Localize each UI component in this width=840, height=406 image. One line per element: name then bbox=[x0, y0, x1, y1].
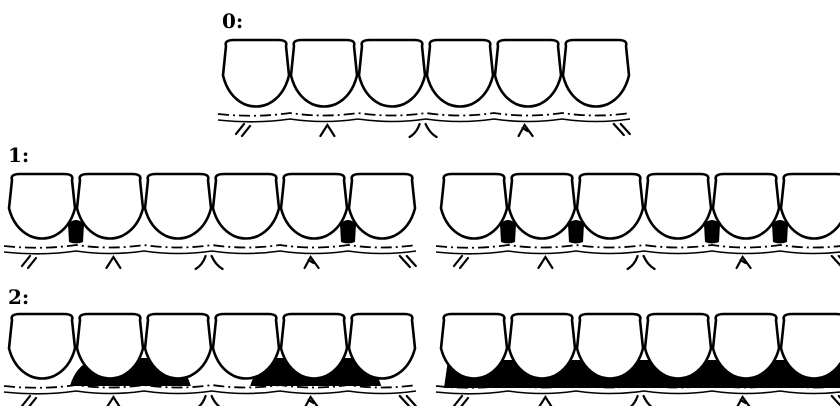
plaque-deposit bbox=[340, 220, 356, 244]
tick-mark bbox=[538, 257, 552, 268]
tick-mark bbox=[106, 397, 120, 406]
grade-0-label: 0: bbox=[222, 9, 243, 33]
tooth bbox=[713, 174, 779, 239]
tooth bbox=[645, 314, 711, 379]
tick-mark bbox=[832, 256, 840, 267]
gum-line bbox=[218, 119, 630, 122]
plaque-deposit bbox=[772, 220, 788, 244]
tooth bbox=[577, 314, 643, 379]
tick-mark bbox=[22, 396, 36, 406]
gum-line bbox=[4, 251, 416, 254]
panel-grade-2-left bbox=[4, 314, 416, 406]
tick-mark bbox=[454, 256, 468, 268]
plaque-deposit bbox=[704, 220, 720, 244]
tick-mark bbox=[538, 397, 552, 406]
tick-mark bbox=[196, 256, 223, 269]
tick-mark bbox=[400, 256, 416, 267]
tooth bbox=[349, 174, 415, 239]
plaque-deposit bbox=[444, 360, 840, 388]
tick-mark bbox=[832, 396, 840, 406]
tick-mark bbox=[628, 396, 655, 406]
grade-2-label: 2: bbox=[8, 285, 29, 309]
tooth bbox=[577, 174, 643, 239]
tick-mark bbox=[737, 397, 751, 406]
tooth bbox=[9, 314, 75, 379]
panel-grade-0 bbox=[218, 40, 630, 137]
tooth bbox=[291, 40, 357, 107]
tick-mark bbox=[305, 397, 319, 406]
tooth bbox=[495, 40, 561, 107]
tick-mark bbox=[320, 125, 334, 136]
tick-mark bbox=[454, 396, 468, 406]
tooth bbox=[213, 174, 279, 239]
plaque-deposit bbox=[500, 220, 516, 244]
tick-mark bbox=[22, 256, 36, 268]
gum-line bbox=[436, 251, 840, 254]
tooth bbox=[441, 174, 507, 239]
gum-line bbox=[4, 391, 416, 394]
tick-mark bbox=[614, 124, 630, 135]
grade-1-label: 1: bbox=[8, 143, 29, 167]
tick-mark bbox=[196, 396, 223, 406]
tick-mark bbox=[410, 124, 437, 137]
panel-grade-2-right bbox=[436, 314, 840, 406]
tooth bbox=[9, 174, 75, 239]
tooth bbox=[441, 314, 507, 379]
tooth bbox=[213, 314, 279, 379]
tooth bbox=[145, 314, 211, 379]
gum-line bbox=[436, 391, 840, 394]
tooth bbox=[563, 40, 629, 107]
tick-mark bbox=[305, 257, 319, 268]
gum-line bbox=[218, 113, 630, 116]
plaque-deposit bbox=[68, 220, 84, 244]
tooth bbox=[359, 40, 425, 107]
tooth bbox=[77, 314, 143, 379]
gum-line bbox=[4, 245, 416, 248]
tooth bbox=[781, 174, 840, 239]
tick-mark bbox=[400, 396, 416, 406]
tooth bbox=[713, 314, 779, 379]
tooth bbox=[427, 40, 493, 107]
tooth bbox=[223, 40, 289, 107]
tick-mark bbox=[519, 125, 533, 136]
tooth bbox=[645, 174, 711, 239]
gum-line bbox=[436, 245, 840, 248]
tick-mark bbox=[106, 257, 120, 268]
panel-grade-1-right bbox=[436, 174, 840, 269]
tooth bbox=[281, 314, 347, 379]
tooth bbox=[77, 174, 143, 239]
panel-grade-1-left bbox=[4, 174, 416, 269]
gum-line bbox=[4, 385, 416, 388]
tick-mark bbox=[236, 124, 250, 136]
tooth bbox=[281, 174, 347, 239]
tooth bbox=[145, 174, 211, 239]
tick-mark bbox=[737, 257, 751, 268]
tooth bbox=[509, 314, 575, 379]
tooth bbox=[509, 174, 575, 239]
tooth bbox=[349, 314, 415, 379]
plaque-deposit bbox=[568, 220, 584, 244]
tick-mark bbox=[628, 256, 655, 269]
